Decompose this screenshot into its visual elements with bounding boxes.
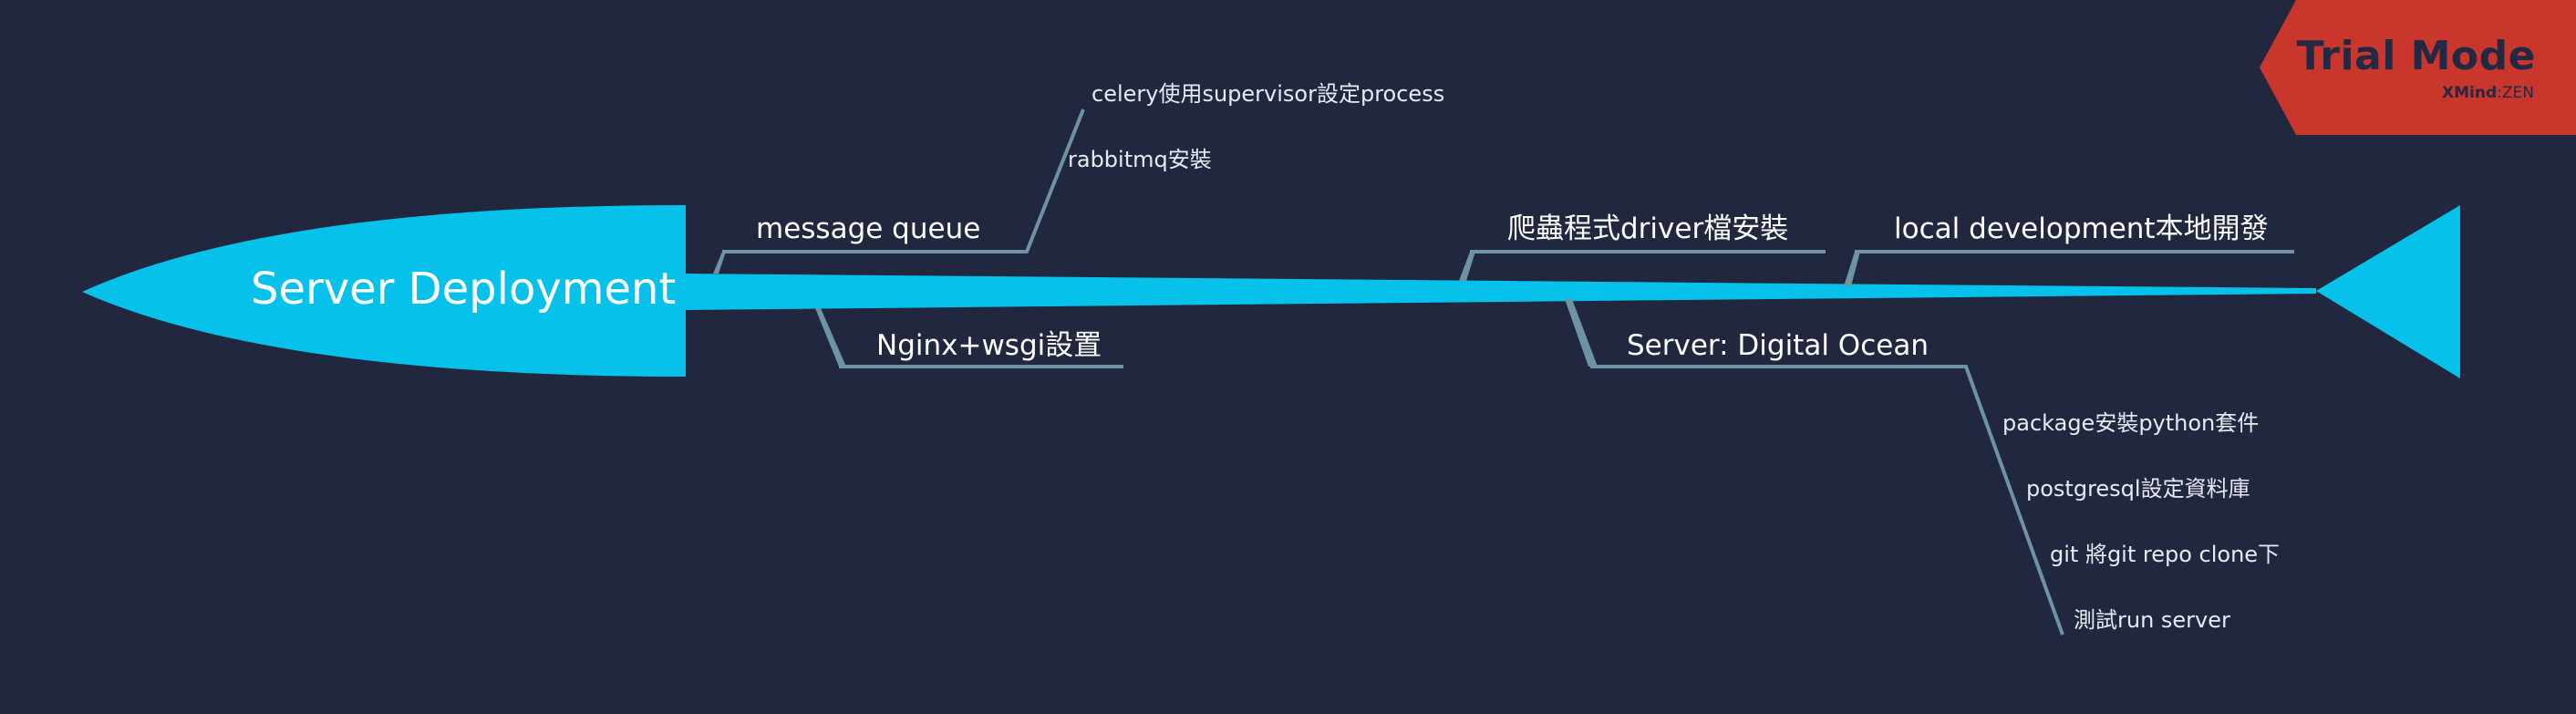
badge-title: Trial Mode	[2296, 33, 2536, 79]
subtopic-rabbitmq[interactable]: rabbitmq安裝	[1068, 147, 1212, 172]
subtopic-celery-supervisor[interactable]: celery使用supervisor設定process	[1091, 81, 1445, 107]
badge-brand-name: XMind	[2442, 84, 2498, 102]
branch-crawler-line	[1459, 250, 1826, 281]
subtopic-run-server[interactable]: 測試run server	[2074, 607, 2230, 633]
fish-head-shape[interactable]	[82, 205, 686, 377]
fish-tail	[2316, 205, 2460, 378]
badge-edition: ZEN	[2501, 84, 2534, 102]
branch-local-development[interactable]: local development本地開發	[1894, 212, 2269, 245]
fish-spine	[686, 274, 2316, 310]
branch-server-subline	[1942, 365, 2064, 636]
branch-server-digital-ocean[interactable]: Server: Digital Ocean	[1627, 329, 1929, 362]
subtopic-postgresql[interactable]: postgresql設定資料庫	[2026, 476, 2250, 502]
branch-local-dev-line	[1844, 250, 2294, 286]
branch-nginx-wsgi[interactable]: Nginx+wsgi設置	[876, 329, 1102, 362]
badge-brand: XMind:ZEN	[2442, 84, 2534, 102]
badge-separator: :	[2497, 84, 2502, 102]
branch-message-queue-line	[713, 250, 1003, 274]
trial-mode-badge[interactable]: Trial Mode XMind:ZEN	[2260, 0, 2576, 135]
subtopic-package-install[interactable]: package安裝python套件	[2002, 410, 2260, 436]
branch-message-queue[interactable]: message queue	[756, 212, 981, 245]
branch-nginx-line	[815, 308, 1123, 368]
branch-crawler-driver[interactable]: 爬蟲程式driver檔安裝	[1507, 212, 1789, 245]
main-topic[interactable]: Server Deployment	[251, 264, 677, 315]
branch-message-queue-subline	[1003, 109, 1085, 254]
branch-server-line	[1565, 299, 1966, 368]
badge-shape	[2260, 0, 2576, 135]
subtopic-git-clone[interactable]: git 將git repo clone下	[2050, 542, 2281, 567]
